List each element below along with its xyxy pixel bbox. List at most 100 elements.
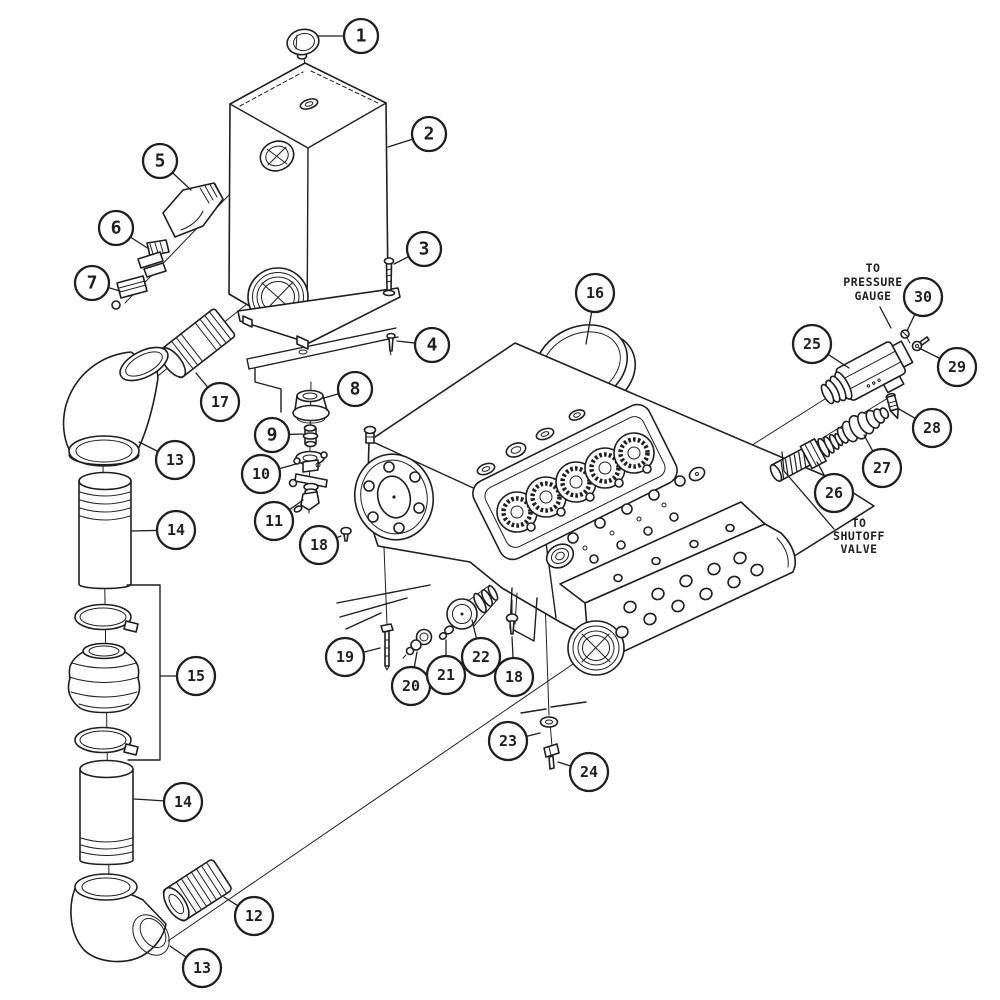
- callout-number: 16: [586, 284, 604, 302]
- suction-line-parts: [62, 182, 236, 963]
- callout-number: 18: [505, 668, 523, 686]
- callout-circle: [155, 509, 197, 551]
- cover-nuts: [526, 464, 686, 564]
- callout-19: 19: [324, 636, 381, 678]
- tank-upper-port: [259, 140, 295, 172]
- callout-26: 26: [813, 461, 855, 514]
- callout-circle: [568, 751, 610, 793]
- plug-22: [446, 584, 499, 630]
- leader-line: [471, 619, 478, 640]
- leader-line: [525, 732, 541, 738]
- leader-line: [393, 255, 410, 265]
- hose-14: [78, 471, 132, 590]
- bushing-8: [292, 389, 330, 424]
- leader-line: [827, 353, 850, 369]
- callout-18b: 18: [493, 636, 535, 698]
- callout-6: 6: [97, 209, 150, 250]
- threaded-nipple-12: [162, 859, 232, 922]
- callout-circle: [233, 895, 275, 937]
- spring-assembly-27: [836, 407, 890, 444]
- nipple-9: [302, 424, 319, 448]
- callout-25: 25: [791, 323, 850, 369]
- valve-poppet-20: [402, 628, 433, 659]
- callout-circle: [324, 636, 366, 678]
- callout-1: 1: [316, 17, 380, 55]
- callout-circle: [861, 447, 903, 489]
- callout-number: 6: [111, 218, 122, 239]
- leader-line: [223, 896, 239, 907]
- callout-number: 18: [310, 536, 328, 554]
- threaded-nipple-17: [159, 308, 236, 379]
- callout-number: 14: [174, 793, 192, 811]
- drain-valve-stack: [288, 389, 330, 513]
- callout-circle: [141, 142, 179, 180]
- clamp-7: [111, 275, 148, 310]
- leader-line: [898, 408, 917, 420]
- coupler-group-15: [67, 584, 161, 761]
- callout-number: 17: [211, 393, 229, 411]
- top-face-bosses: [476, 409, 586, 476]
- callout-11: 11: [253, 499, 304, 542]
- callout-number: 5: [155, 151, 166, 172]
- hose-elbow-13: [62, 346, 169, 467]
- callout-circle: [405, 230, 443, 268]
- leader-line: [863, 434, 874, 452]
- tank-filler-hole: [299, 98, 319, 110]
- callout-number: 26: [825, 484, 843, 502]
- leader-line: [129, 236, 150, 250]
- callout-number: 11: [265, 512, 283, 530]
- callout-number: 27: [873, 459, 891, 477]
- elbow-fitting-29: [911, 336, 930, 352]
- bolt-19: [380, 623, 394, 671]
- annotation-text-line: TO: [852, 516, 867, 530]
- callout-number: 10: [252, 465, 270, 483]
- stud-bolt: [363, 425, 377, 444]
- drain-valve-10: [288, 450, 328, 488]
- callout-circle: [487, 720, 529, 762]
- callout-number: 7: [87, 273, 98, 294]
- callout-circle: [413, 326, 451, 364]
- callout-circle: [460, 636, 502, 678]
- leader-line: [816, 461, 826, 477]
- screw-4: [386, 332, 396, 356]
- fitting-28: [885, 392, 899, 420]
- leader-line: [278, 463, 297, 470]
- callout-circle: [336, 370, 374, 408]
- callout-13a: 13: [138, 439, 196, 481]
- fitting-11: [293, 482, 320, 513]
- nut-30: [900, 329, 911, 344]
- leader-line: [133, 798, 165, 802]
- callout-number: 19: [336, 648, 354, 666]
- callout-17: 17: [195, 372, 241, 423]
- callout-10: 10: [240, 453, 297, 495]
- callout-number: 14: [167, 521, 185, 539]
- callout-number: 12: [245, 907, 263, 925]
- bolt-18-lower: [505, 613, 519, 635]
- leader-line: [362, 647, 381, 653]
- callout-23: 23: [487, 720, 541, 762]
- callout-28: 28: [898, 407, 953, 449]
- callout-number: 13: [166, 451, 184, 469]
- manifold-inlet-port: [567, 620, 625, 676]
- callout-circle: [199, 381, 241, 423]
- callout-8: 8: [323, 370, 374, 408]
- annotation-leader-line: [879, 306, 892, 329]
- callout-circle: [162, 781, 204, 823]
- hose-barb-26: [769, 432, 844, 482]
- leader-line: [107, 287, 121, 292]
- callout-29: 29: [918, 346, 978, 388]
- leader-line: [396, 340, 416, 344]
- callout-7: 7: [73, 264, 121, 302]
- plunger-springs: [496, 432, 655, 533]
- crankcase-front-port: [545, 543, 575, 569]
- leader-line: [323, 393, 340, 399]
- callout-circle: [298, 524, 340, 566]
- callout-circle: [97, 209, 135, 247]
- tank-cap: [286, 28, 320, 60]
- annotation-leader-line: [781, 451, 835, 530]
- tank-base-plate: [237, 287, 401, 344]
- callout-2: 2: [387, 115, 448, 153]
